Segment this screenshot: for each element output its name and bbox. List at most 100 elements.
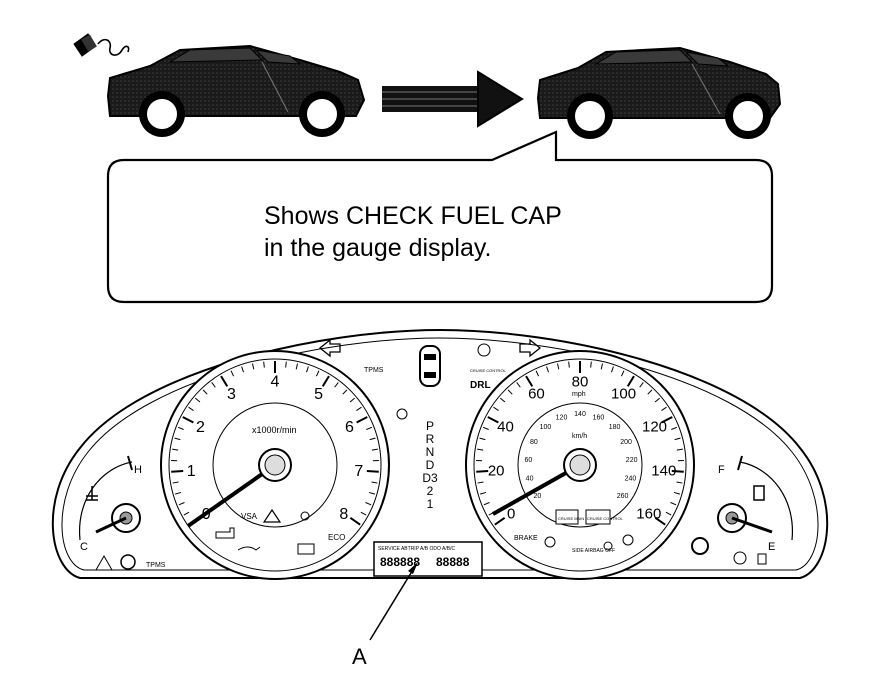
check-engine-icon bbox=[215, 527, 235, 539]
fuel-empty-label: E bbox=[768, 541, 775, 553]
srs-icon bbox=[544, 536, 556, 548]
mph-tick bbox=[480, 491, 487, 495]
brake-indicator: BRAKE bbox=[514, 535, 538, 542]
tach-tick-label: 4 bbox=[271, 374, 280, 391]
fuel-cap-icon bbox=[73, 33, 130, 57]
gear-position-label: D bbox=[426, 458, 435, 472]
mph-tick bbox=[516, 382, 521, 388]
kmh-tick-label: 200 bbox=[620, 439, 632, 446]
display-digits-right: 88888 bbox=[436, 555, 470, 569]
mph-tick-label: 140 bbox=[651, 463, 676, 480]
mph-tick bbox=[671, 470, 684, 473]
tach-tick-label: 8 bbox=[339, 506, 348, 523]
right-turn-signal-icon bbox=[519, 338, 542, 358]
mph-tick bbox=[676, 481, 683, 484]
tach-tick-label: 3 bbox=[227, 386, 236, 403]
tach-tick bbox=[182, 416, 194, 424]
tach-tick bbox=[175, 491, 182, 495]
mph-tick-label: 100 bbox=[611, 385, 636, 402]
tach-tick bbox=[321, 375, 330, 387]
mph-tick bbox=[494, 516, 506, 526]
mph-tick bbox=[568, 361, 570, 368]
drl-indicator: DRL bbox=[470, 380, 491, 391]
mph-tick bbox=[661, 406, 667, 411]
fuel-pump-icon bbox=[753, 485, 765, 501]
callout-line-1: Shows CHECK FUEL CAP bbox=[264, 202, 562, 230]
center-lcd-display: SERVICE ABTRIP A/B ODO A/B/C 888888 8888… bbox=[373, 541, 483, 577]
tach-tick-label: 7 bbox=[354, 463, 363, 480]
tach-tick bbox=[172, 448, 179, 451]
tach-tick-label: 2 bbox=[196, 419, 205, 436]
mph-unit-label: mph bbox=[572, 391, 586, 398]
callout-line-2: in the gauge display. bbox=[264, 234, 491, 262]
cruise-control-indicator: CRUISE CONTROL bbox=[587, 516, 624, 521]
gear-position-label: N bbox=[426, 445, 435, 459]
kmh-tick-label: 220 bbox=[626, 457, 638, 464]
kmh-tick-label: 240 bbox=[625, 476, 637, 483]
tach-tick bbox=[252, 363, 255, 370]
gear-position-label: 1 bbox=[427, 497, 434, 511]
gear-position-label: R bbox=[426, 432, 435, 446]
kmh-tick-label: 140 bbox=[574, 411, 586, 418]
tach-tick-label: 5 bbox=[314, 386, 323, 403]
mph-tick bbox=[507, 389, 513, 395]
mph-tick bbox=[557, 363, 560, 370]
label-a: A bbox=[352, 644, 367, 669]
tach-tick bbox=[171, 470, 184, 473]
cruise-main-indicator: CRUISE MAIN bbox=[558, 516, 584, 521]
tach-needle bbox=[186, 463, 277, 528]
temp-cold-label: C bbox=[80, 541, 88, 553]
mph-tick-label: 0 bbox=[507, 505, 515, 522]
transition-arrow bbox=[382, 70, 524, 128]
tach-tick bbox=[241, 366, 244, 373]
mph-tick bbox=[670, 502, 677, 506]
tach-tick bbox=[202, 389, 208, 395]
fuel-gauge: F E bbox=[691, 455, 794, 565]
tpms-icon bbox=[120, 554, 136, 570]
mph-tick bbox=[483, 502, 490, 506]
tach-tick bbox=[195, 397, 201, 403]
door-icon bbox=[733, 551, 747, 565]
tach-tick bbox=[342, 389, 348, 395]
fuel-needle bbox=[731, 516, 773, 534]
kmh-tick-label: 120 bbox=[556, 414, 568, 421]
mph-tick bbox=[476, 470, 489, 473]
tach-tick bbox=[366, 426, 373, 430]
car-after-illustration bbox=[536, 46, 782, 139]
tpms-label: TPMS bbox=[146, 562, 166, 569]
tach-tick bbox=[349, 397, 355, 403]
car-top-view-icon bbox=[419, 345, 441, 387]
tach-tick bbox=[285, 361, 287, 368]
tach-unit-label: x1000r/min bbox=[252, 425, 297, 435]
tpms-warning-label: TPMS bbox=[364, 367, 384, 374]
temp-needle bbox=[95, 516, 127, 534]
tach-tick bbox=[334, 382, 339, 388]
mph-tick bbox=[500, 397, 506, 403]
kmh-tick-label: 260 bbox=[617, 493, 629, 500]
mph-tick bbox=[611, 366, 614, 373]
vsa-indicator: VSA bbox=[241, 512, 258, 521]
parking-icon bbox=[300, 511, 310, 521]
mph-tick-label: 20 bbox=[488, 463, 505, 480]
tach-tick bbox=[356, 406, 362, 411]
tach-tick bbox=[356, 416, 368, 424]
tach-tick bbox=[263, 361, 265, 368]
headlight-icon bbox=[396, 408, 408, 420]
mph-tick bbox=[671, 426, 678, 430]
mph-tick bbox=[525, 375, 534, 387]
kmh-tick-label: 40 bbox=[526, 476, 534, 483]
tach-tick-label: 6 bbox=[345, 419, 354, 436]
mph-tick bbox=[647, 389, 653, 395]
kmh-tick-label: 160 bbox=[593, 414, 605, 421]
display-leader: A bbox=[352, 562, 418, 669]
tach-tick bbox=[371, 481, 378, 484]
mph-tick-label: 40 bbox=[497, 418, 514, 435]
eco-indicator: ECO bbox=[328, 533, 345, 542]
gear-position-label: 2 bbox=[427, 484, 434, 498]
airbag-icon bbox=[622, 534, 634, 546]
tach-tick bbox=[295, 363, 298, 370]
mph-tick bbox=[546, 366, 549, 373]
low-oil-icon bbox=[237, 546, 261, 551]
